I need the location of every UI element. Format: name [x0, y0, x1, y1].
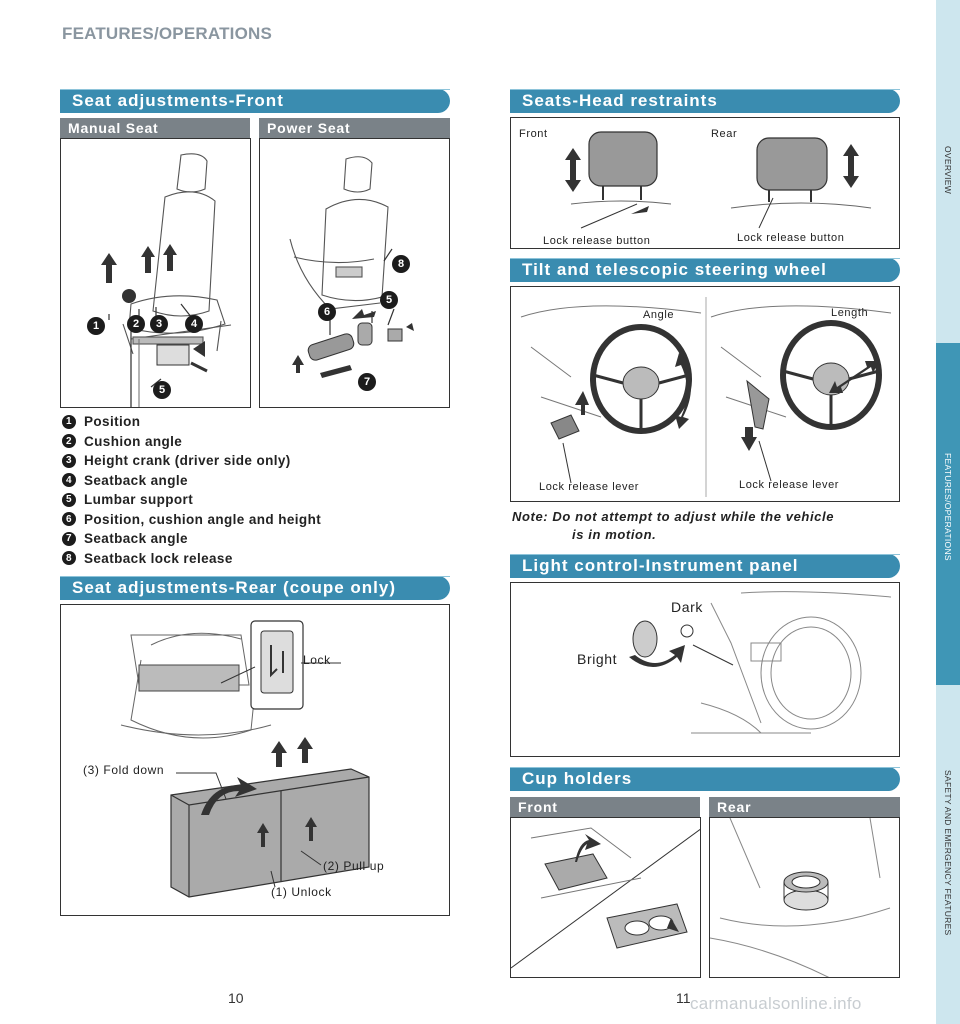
legend-item: 6 Position, cushion angle and height	[62, 510, 452, 530]
manual-seat-label: Manual Seat	[68, 120, 159, 136]
seat-rear-title: Seat adjustments-Rear (coupe only)	[72, 578, 397, 597]
legend-number: 7	[62, 531, 76, 546]
manual-seat-illustration: 1 2 3 4 5	[60, 138, 251, 408]
callout-5-manual: 5	[153, 381, 171, 399]
head-rear-label: Rear	[711, 128, 738, 140]
sidebar-item-safety[interactable]: SAFETY AND EMERGENCY FEATURES	[936, 770, 960, 936]
legend-item: 1 Position	[62, 412, 452, 432]
legend-text: Position, cushion angle and height	[84, 511, 322, 527]
legend-number: 5	[62, 492, 76, 507]
legend-number: 8	[62, 551, 76, 566]
legend-number: 1	[62, 414, 76, 429]
head-restraints-banner: Seats-Head restraints	[510, 89, 900, 113]
steering-banner: Tilt and telescopic steering wheel	[510, 258, 900, 282]
pull-up-label: (2) Pull up	[323, 859, 385, 873]
callout-1: 1	[87, 317, 105, 335]
cup-front-header: Front	[510, 797, 700, 817]
head-restraints-illustration: Front Rear Lock release button Lock rele…	[510, 117, 900, 249]
dark-label: Dark	[671, 599, 703, 615]
head-rear-button-label: Lock release button	[737, 232, 845, 244]
note-line-1: Note: Do not attempt to adjust while the…	[512, 509, 835, 524]
cup-front-label: Front	[518, 799, 558, 815]
light-control-title: Light control-Instrument panel	[522, 556, 799, 575]
callout-4: 4	[185, 315, 203, 333]
light-control-illustration: Dark Bright	[510, 582, 900, 757]
legend-text: Seatback lock release	[84, 550, 233, 566]
steering-lever-left-label: Lock release lever	[539, 481, 640, 493]
legend-number: 4	[62, 473, 76, 488]
seat-front-title: Seat adjustments-Front	[72, 91, 284, 110]
steering-lever-right-label: Lock release lever	[739, 479, 840, 491]
legend-item: 3 Height crank (driver side only)	[62, 451, 452, 471]
head-restraints-title: Seats-Head restraints	[522, 91, 718, 110]
power-seat-drawing	[289, 156, 414, 378]
bright-label: Bright	[577, 651, 618, 667]
legend-text: Height crank (driver side only)	[84, 453, 291, 469]
rear-seat-illustration: Lock (3) Fold down (2) Pull up (1) Unloc…	[60, 604, 450, 916]
sidebar-item-label: FEATURES/OPERATIONS	[943, 453, 953, 561]
cup-rear-drawing	[710, 818, 891, 977]
legend-item: 8 Seatback lock release	[62, 549, 452, 569]
head-front-label: Front	[519, 128, 548, 140]
legend-text: Seatback angle	[84, 472, 188, 488]
legend-number: 6	[62, 512, 76, 527]
callout-7: 7	[358, 373, 376, 391]
rear-lock-label: Lock	[303, 653, 331, 667]
legend-number: 2	[62, 434, 76, 449]
power-seat-illustration: 6 5 7 8	[259, 138, 450, 408]
cup-holders-title: Cup holders	[522, 769, 633, 788]
seat-adjustment-legend: 1 Position 2 Cushion angle 3 Height crank (…	[62, 412, 452, 568]
legend-item: 7 Seatback angle	[62, 529, 452, 549]
legend-text: Cushion angle	[84, 433, 183, 449]
angle-label: Angle	[643, 309, 675, 321]
manual-seat-drawing	[101, 153, 232, 407]
page-number-left: 10	[228, 990, 244, 1006]
legend-number: 3	[62, 453, 76, 468]
length-label: Length	[831, 307, 869, 319]
sidebar-item-label: SAFETY AND EMERGENCY FEATURES	[943, 770, 953, 936]
power-seat-header: Power Seat	[259, 118, 450, 138]
callout-8: 8	[392, 255, 410, 273]
legend-text: Lumbar support	[84, 492, 194, 508]
legend-item: 4 Seatback angle	[62, 471, 452, 491]
light-control-drawing	[629, 591, 892, 734]
light-control-banner: Light control-Instrument panel	[510, 554, 900, 578]
callout-2: 2	[127, 315, 145, 333]
page-title: FEATURES/OPERATIONS	[62, 24, 273, 43]
callout-6: 6	[318, 303, 336, 321]
cup-front-illustration	[510, 817, 701, 978]
sidebar-active-highlight	[936, 343, 960, 685]
steering-drawing	[520, 297, 892, 497]
unlock-label: (1) Unlock	[271, 885, 332, 899]
head-front-button-label: Lock release button	[543, 235, 651, 247]
legend-item: 2 Cushion angle	[62, 432, 452, 452]
power-seat-label: Power Seat	[267, 120, 351, 136]
callout-5-power: 5	[380, 291, 398, 309]
cup-holders-banner: Cup holders	[510, 767, 900, 791]
steering-title: Tilt and telescopic steering wheel	[522, 260, 827, 279]
note-line-2: is in motion.	[572, 527, 657, 542]
legend-item: 5 Lumbar support	[62, 490, 452, 510]
seat-front-banner: Seat adjustments-Front	[60, 89, 450, 113]
manual-seat-header: Manual Seat	[60, 118, 250, 138]
sidebar-item-label: OVERVIEW	[943, 146, 953, 195]
fold-down-label: (3) Fold down	[83, 763, 165, 777]
callout-3: 3	[150, 315, 168, 333]
head-restraints-drawing	[565, 131, 872, 229]
cup-rear-illustration	[709, 817, 900, 978]
cup-front-drawing	[511, 827, 700, 969]
steering-illustration: Angle Length Lock release lever Lock rel…	[510, 286, 900, 502]
legend-text: Seatback angle	[84, 531, 188, 547]
safety-note: Note: Do not attempt to adjust while the…	[512, 508, 902, 544]
cup-rear-label: Rear	[717, 799, 752, 815]
seat-rear-banner: Seat adjustments-Rear (coupe only)	[60, 576, 450, 600]
sidebar-item-features[interactable]: FEATURES/OPERATIONS	[936, 453, 960, 561]
cup-rear-header: Rear	[709, 797, 900, 817]
sidebar-item-overview[interactable]: OVERVIEW	[936, 146, 960, 194]
legend-text: Position	[84, 414, 141, 430]
page-number-right: 11	[676, 990, 691, 1006]
rear-seat-drawing	[120, 620, 370, 898]
watermark: carmanualsonline.info	[690, 994, 862, 1013]
